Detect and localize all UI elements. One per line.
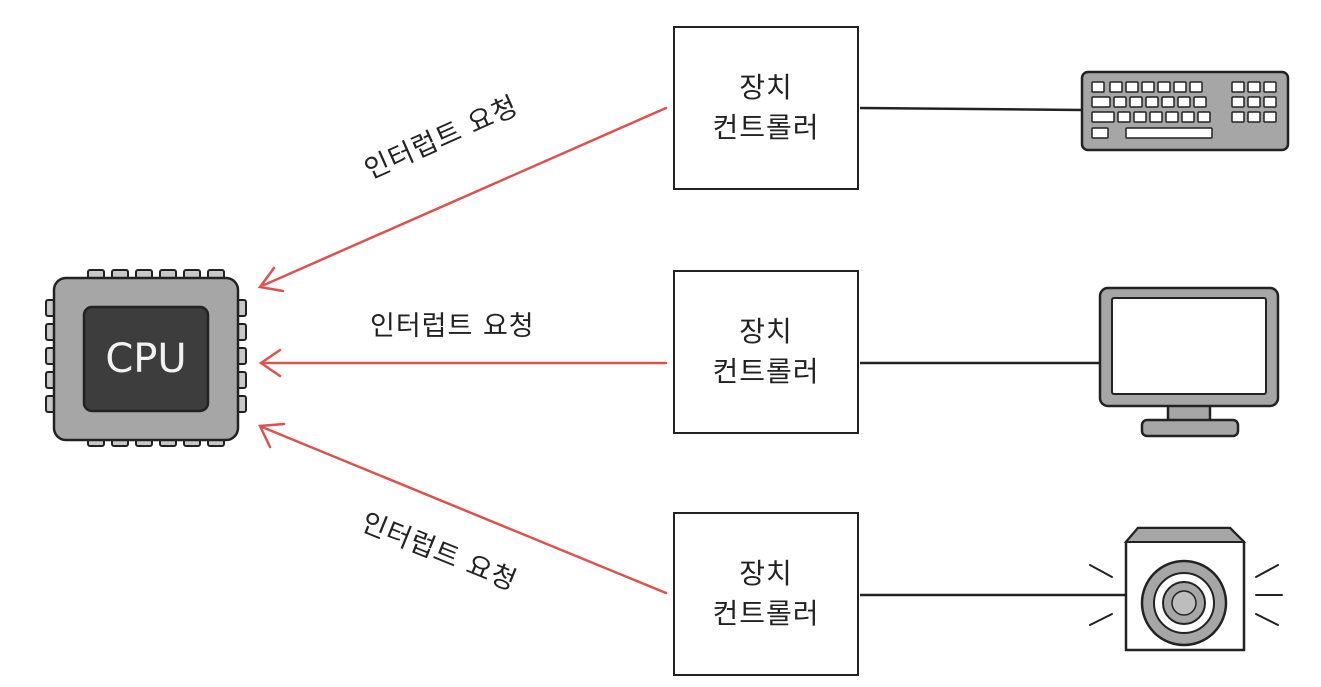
- device-controller-speaker: 장치 컨트롤러: [673, 512, 859, 676]
- arrowhead-1: [257, 266, 285, 293]
- controller-line-2: 컨트롤러: [712, 597, 820, 630]
- controller-line-1: 장치: [739, 71, 793, 104]
- controller-line-1: 장치: [739, 315, 793, 348]
- device-controller-monitor: 장치 컨트롤러: [673, 270, 859, 434]
- monitor-icon: [1098, 286, 1280, 438]
- arrowhead-2: [258, 348, 282, 378]
- keyboard-icon: [1080, 70, 1290, 152]
- interrupt-arrow-1: [262, 106, 668, 287]
- interrupt-arrow-3: [260, 425, 668, 595]
- controller-line-1: 장치: [739, 557, 793, 590]
- controller-line-2: 컨트롤러: [712, 355, 820, 388]
- arrowhead-3: [258, 422, 286, 449]
- interrupt-request-label-2: 인터럽트 요청: [370, 311, 535, 342]
- cpu-chip-icon: [45, 269, 247, 447]
- cpu-label: CPU: [105, 336, 187, 382]
- sound-wave-icon: [1087, 564, 1283, 626]
- device-controller-keyboard: 장치 컨트롤러: [673, 26, 859, 190]
- speaker-icon: [1087, 526, 1283, 652]
- controller-line-2: 컨트롤러: [712, 111, 820, 144]
- connector-keyboard: [859, 106, 1083, 112]
